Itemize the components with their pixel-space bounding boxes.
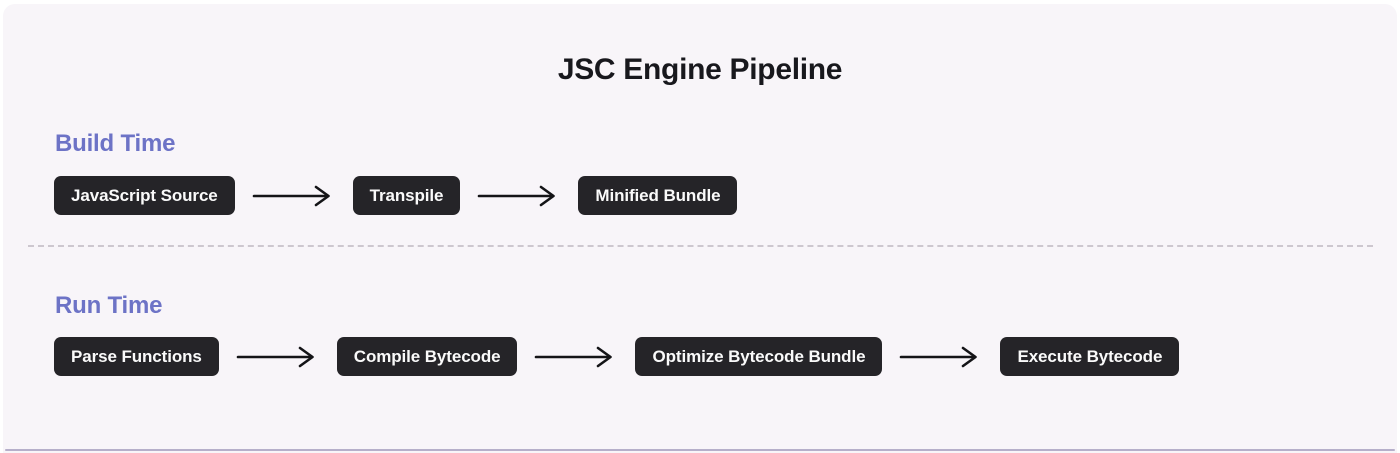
pipeline-node: Transpile — [352, 176, 461, 215]
pipeline-node: JavaScript Source — [54, 176, 235, 215]
pipeline-node: Execute Bytecode — [1000, 337, 1180, 376]
pipeline-node: Compile Bytecode — [336, 337, 518, 376]
flow-arrow-icon — [535, 346, 613, 367]
pipeline-row: JavaScript Source Transpile Minified Bundl… — [54, 176, 738, 215]
bottom-edge-line — [5, 449, 1395, 451]
pipeline-node: Optimize Bytecode Bundle — [635, 337, 883, 376]
flow-arrow-icon — [236, 346, 314, 367]
section-label: Build Time — [55, 130, 176, 157]
page-title: JSC Engine Pipeline — [557, 53, 843, 86]
pipeline-node: Minified Bundle — [578, 176, 738, 215]
section-divider — [28, 245, 1373, 247]
flow-arrow-icon — [252, 185, 330, 206]
pipeline-row: Parse Functions Compile Bytecode Optimize … — [54, 337, 1180, 376]
flow-arrow-icon — [478, 185, 556, 206]
pipeline-node: Parse Functions — [54, 337, 219, 376]
flow-arrow-icon — [900, 346, 978, 367]
section-label: Run Time — [55, 292, 163, 319]
